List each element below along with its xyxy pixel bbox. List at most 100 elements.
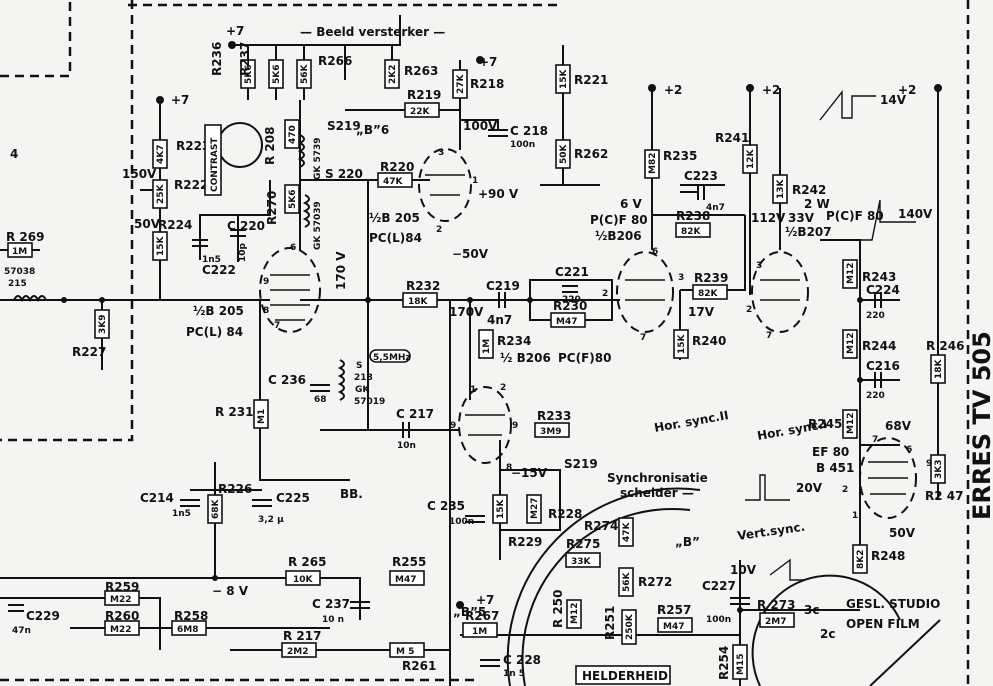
R221-value: 15K (559, 68, 569, 89)
C214-ref: C214 (140, 491, 174, 505)
R237-ref: R237 (238, 42, 252, 76)
R227-value: 3K9 (98, 315, 108, 335)
svg-text:−50V: −50V (452, 247, 489, 261)
R267-value: 1M (472, 627, 487, 637)
R244-value: M12 (846, 333, 856, 354)
section-title: — Beeld versterker — (300, 25, 445, 39)
R235-value: M82 (648, 153, 658, 174)
R246-ref: R 246 (926, 339, 964, 353)
svg-text:S 220: S 220 (325, 167, 363, 181)
R267-ref: R267 (465, 609, 499, 623)
R227-ref: R227 (72, 345, 106, 359)
R230-ref: R230 (553, 299, 587, 313)
svg-text:2 W: 2 W (804, 197, 830, 211)
svg-text:20V: 20V (796, 481, 823, 495)
C224-value: 220 (866, 311, 885, 321)
svg-text:2: 2 (746, 305, 752, 315)
capacitor-symbols (8, 129, 882, 667)
svg-text:17V: 17V (688, 305, 715, 319)
svg-text:2c: 2c (820, 627, 835, 641)
R224-value: 15K (156, 235, 166, 256)
R239-ref: R239 (694, 271, 728, 285)
svg-text:scheider —: scheider — (620, 486, 694, 500)
R275-value: 33K (571, 557, 592, 567)
svg-text:S219: S219 (564, 457, 598, 471)
tube-pcl84a-line2: PC(L) 84 (186, 325, 243, 339)
svg-text:3: 3 (756, 261, 762, 271)
svg-text:9: 9 (512, 421, 518, 431)
R263-value: 2K2 (388, 65, 398, 85)
svg-text:2: 2 (842, 485, 848, 495)
tube-pcl84b-line2: PC(L)84 (369, 231, 422, 245)
R262-ref: R262 (574, 147, 608, 161)
C237-ref: C 237 (312, 597, 350, 611)
R239-value: 82K (698, 289, 719, 299)
svg-text:170V: 170V (449, 305, 484, 319)
C225-value: 3,2 µ (258, 515, 284, 525)
R234-value: 1M (482, 339, 492, 354)
pin-numbers: 6 9 8 7 3 1 2 6 2 7 3 3 2 7 1 2 9 9 8 7 … (263, 148, 932, 521)
R263-ref: R263 (404, 64, 438, 78)
C216-ref: C216 (866, 359, 900, 373)
voltage-labels: +7 +7 +7 +2 +2 +2 +7 − 8 V 150V 50V 170 … (122, 24, 933, 607)
svg-text:BB.: BB. (340, 487, 363, 501)
R222-ref: R222 (174, 178, 208, 192)
tube-ef80-line2: B 451 (816, 461, 854, 475)
svg-text:+7: +7 (226, 24, 244, 38)
R208-ref: R 208 (263, 127, 277, 165)
R244-ref: R244 (862, 339, 896, 353)
svg-text:Synchronisatie: Synchronisatie (607, 471, 708, 485)
R262-value: 50K (559, 143, 569, 164)
svg-text:GK: GK (355, 385, 370, 395)
C217-value: 10n (397, 441, 416, 451)
tube-pcf80a-line1: P(C)F 80 (590, 213, 648, 227)
svg-text:2: 2 (436, 225, 442, 235)
svg-text:+2: +2 (898, 83, 916, 97)
R259-ref: R259 (105, 580, 139, 594)
R229-ref: R229 (508, 535, 542, 549)
R221-ref: R221 (574, 73, 608, 87)
C218-value: 100n (510, 140, 535, 150)
svg-text:− 8 V: − 8 V (212, 584, 249, 598)
R274-value: 47K (622, 521, 632, 542)
svg-text:7: 7 (640, 333, 646, 343)
junctions (61, 41, 942, 613)
capacitor-labels: C 218 100n C 220 10p C222 1n5 C219 4n7 C… (12, 124, 900, 679)
R228-ref: R228 (548, 507, 582, 521)
svg-text:50V: 50V (889, 526, 916, 540)
R233-ref: R233 (537, 409, 571, 423)
C221-ref: C221 (555, 265, 589, 279)
R260-value: M22 (110, 625, 131, 635)
R241-ref: R241 (715, 131, 749, 145)
C228-ref: C 228 (503, 653, 541, 667)
svg-text:140V: 140V (898, 207, 933, 221)
svg-text:+2: +2 (664, 83, 682, 97)
svg-text:150V: 150V (122, 167, 157, 181)
C214-value: 1n5 (172, 509, 191, 519)
resistor-bodies (7, 59, 946, 680)
R248-value: 8K2 (856, 550, 866, 570)
R248-ref: R248 (871, 549, 905, 563)
svg-text:CONTRAST: CONTRAST (210, 137, 220, 192)
R255-value: M47 (395, 575, 416, 585)
R236-value: 5K6 (244, 65, 254, 85)
svg-text:OPEN FILM: OPEN FILM (846, 617, 920, 631)
svg-text:14V: 14V (880, 93, 907, 107)
R236-ref: R236 (210, 42, 224, 76)
svg-text:1: 1 (852, 511, 858, 521)
side-title: ERRES TV 505 (968, 331, 993, 520)
R266-ref: R266 (318, 54, 352, 68)
R226-value: 68K (211, 498, 221, 519)
svg-text:218: 218 (354, 373, 373, 383)
R238-value: 82K (681, 227, 702, 237)
C220-value: 10p (238, 242, 248, 262)
R254-value: M15 (736, 654, 746, 675)
C220-ref: C 220 (227, 219, 265, 233)
tube-pcl84b-line1: ½B 205 (369, 211, 420, 225)
R223-ref: R223 (176, 139, 210, 153)
waveforms (745, 89, 916, 581)
svg-text:Vert.sync.: Vert.sync. (736, 520, 805, 543)
R251-value: 250K (625, 613, 635, 640)
svg-text:+7: +7 (171, 93, 189, 107)
coils (13, 122, 345, 401)
